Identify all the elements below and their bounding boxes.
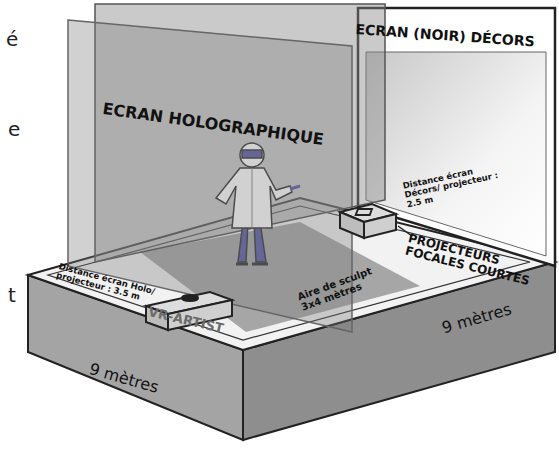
page-fragment: e: [8, 118, 20, 140]
projector-decor: [340, 204, 396, 238]
page-fragment: t: [8, 284, 16, 306]
page-fragment: é: [6, 28, 18, 50]
